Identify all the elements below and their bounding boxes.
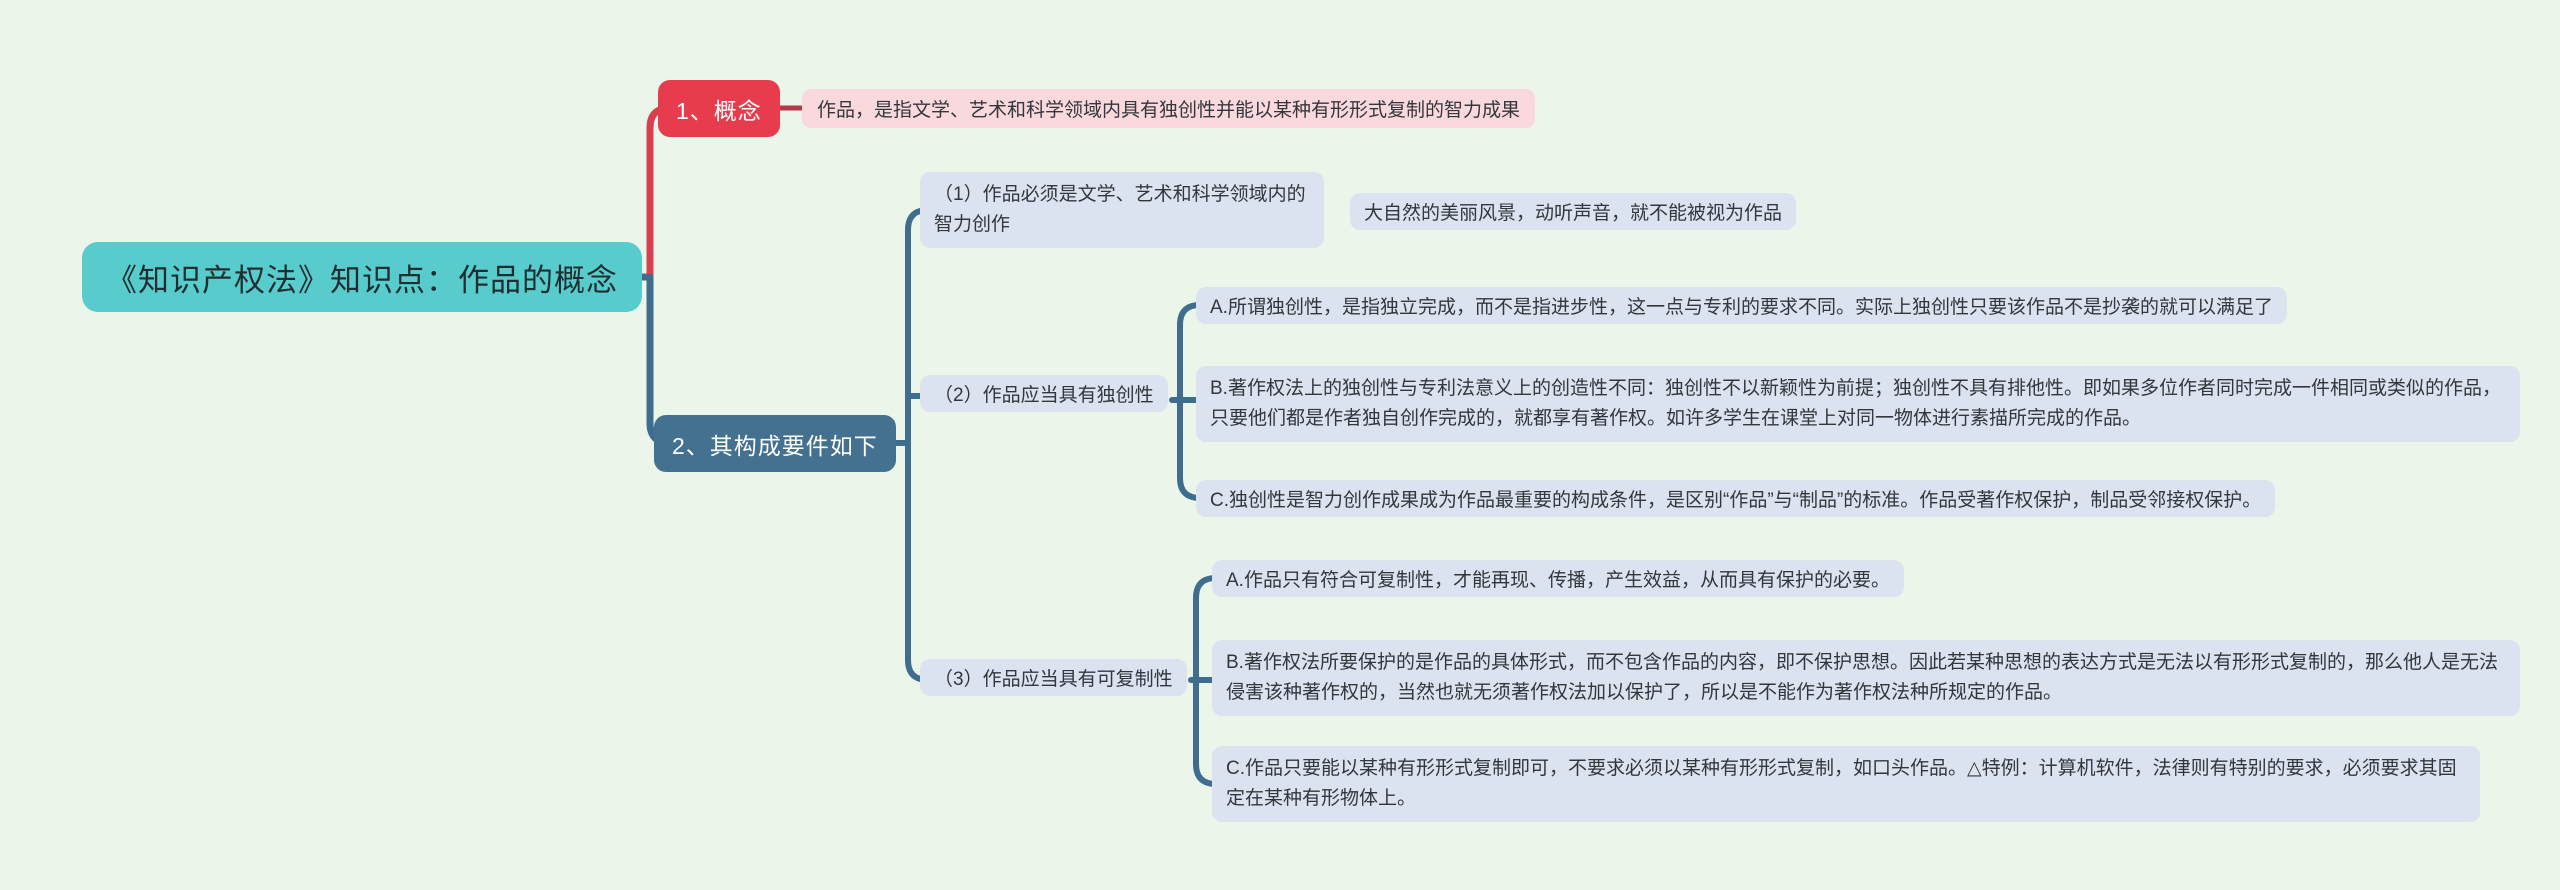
detail-node-2b-copyright-vs-patent[interactable]: B.著作权法上的独创性与专利法意义上的创造性不同：独创性不以新颖性为前提；独创性… — [1196, 366, 2520, 442]
branch-node-elements[interactable]: 2、其构成要件如下 — [654, 415, 896, 472]
detail-node-2a-independent-completion[interactable]: A.所谓独创性，是指独立完成，而不是指进步性，这一点与专利的要求不同。实际上独创… — [1196, 287, 2287, 324]
concept-definition-node[interactable]: 作品，是指文学、艺术和科学领域内具有独创性并能以某种有形形式复制的智力成果 — [802, 89, 1536, 128]
detail-node-3a-reproduction-value[interactable]: A.作品只有符合可复制性，才能再现、传播，产生效益，从而具有保护的必要。 — [1212, 560, 1904, 597]
detail-node-3c-tangible-form[interactable]: C.作品只要能以某种有形形式复制即可，不要求必须以某种有形形式复制，如口头作品。… — [1212, 746, 2480, 822]
detail-node-1a-nature-scenery[interactable]: 大自然的美丽风景，动听声音，就不能被视为作品 — [1350, 193, 1797, 230]
connector-branch2-to-element3 — [905, 440, 947, 683]
element-node-2-originality[interactable]: （2）作品应当具有独创性 — [920, 375, 1168, 412]
branch-node-concept[interactable]: 1、概念 — [658, 80, 780, 137]
element-node-1-intellectual-creation[interactable]: （1）作品必须是文学、艺术和科学领域内的智力创作 — [920, 172, 1324, 248]
detail-node-3b-form-not-idea[interactable]: B.著作权法所要保护的是作品的具体形式，而不包含作品的内容，即不保护思想。因此若… — [1212, 640, 2520, 716]
element-node-3-reproducibility[interactable]: （3）作品应当具有可复制性 — [920, 659, 1187, 696]
root-node-title[interactable]: 《知识产权法》知识点：作品的概念 — [82, 242, 642, 312]
detail-node-2c-work-vs-product[interactable]: C.独创性是智力创作成果成为作品最重要的构成条件，是区别“作品”与“制品”的标准… — [1196, 480, 2276, 517]
